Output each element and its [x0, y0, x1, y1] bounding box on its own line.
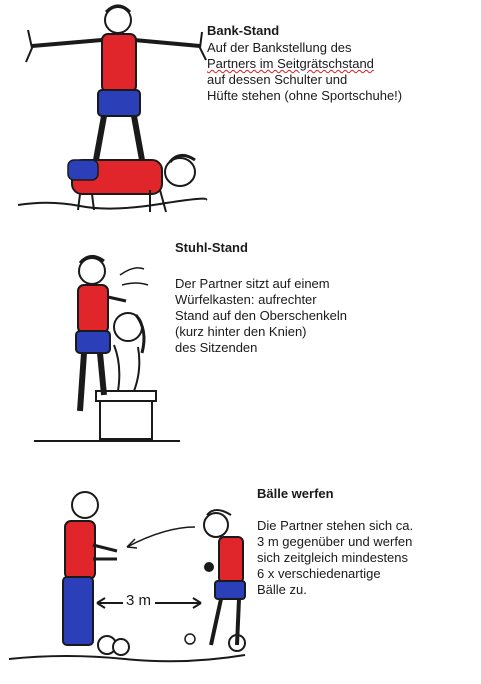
description-line: des Sitzenden — [175, 340, 258, 355]
description-line: 3 m gegenüber und werfen — [257, 534, 413, 549]
description-line: Der Partner sitzt auf einem — [175, 276, 330, 291]
section-title: Bank-Stand — [207, 23, 280, 38]
section-title: Stuhl-Stand — [175, 240, 248, 255]
section-bank-stand: Bank-Stand Auf der Bankstellung des Part… — [0, 0, 481, 230]
description-line: Stand auf den Oberschenkeln — [175, 308, 348, 323]
section-description: Die Partner stehen sich ca. 3 m gegenübe… — [257, 518, 413, 598]
description-line: Die Partner stehen sich ca. — [257, 518, 414, 533]
section-stuhl-stand: Stuhl-Stand Der Partner sitzt auf einem … — [0, 230, 481, 450]
description-line: 6 x verschiedenartige — [257, 566, 381, 581]
bank-stand-illustration — [17, 4, 208, 213]
description-line: auf dessen Schulter und — [207, 72, 348, 87]
description-line: sich zeitgleich mindestens — [257, 550, 409, 565]
description-line: Würfelkasten: aufrechter — [175, 292, 317, 307]
description-line: Auf der Bankstellung des — [207, 40, 352, 55]
description-line: (kurz hinter den Knien) — [175, 324, 307, 339]
baelle-werfen-illustration — [8, 491, 246, 663]
description-line: Bälle zu. — [257, 582, 307, 597]
stuhl-stand-illustration — [34, 255, 180, 442]
description-line: Hüfte stehen (ohne Sportschuhe!) — [207, 88, 403, 103]
distance-label: 3 m — [126, 592, 152, 609]
section-baelle-werfen: 3 m Bälle werfen Die Partner stehen sich… — [0, 470, 481, 684]
section-title: Bälle werfen — [257, 486, 334, 501]
description-line: Partners im Seitgrätschstand — [207, 56, 374, 71]
section-description: Der Partner sitzt auf einem Würfelkasten… — [175, 276, 347, 356]
section-description: Auf der Bankstellung des Partners im Sei… — [207, 40, 402, 104]
